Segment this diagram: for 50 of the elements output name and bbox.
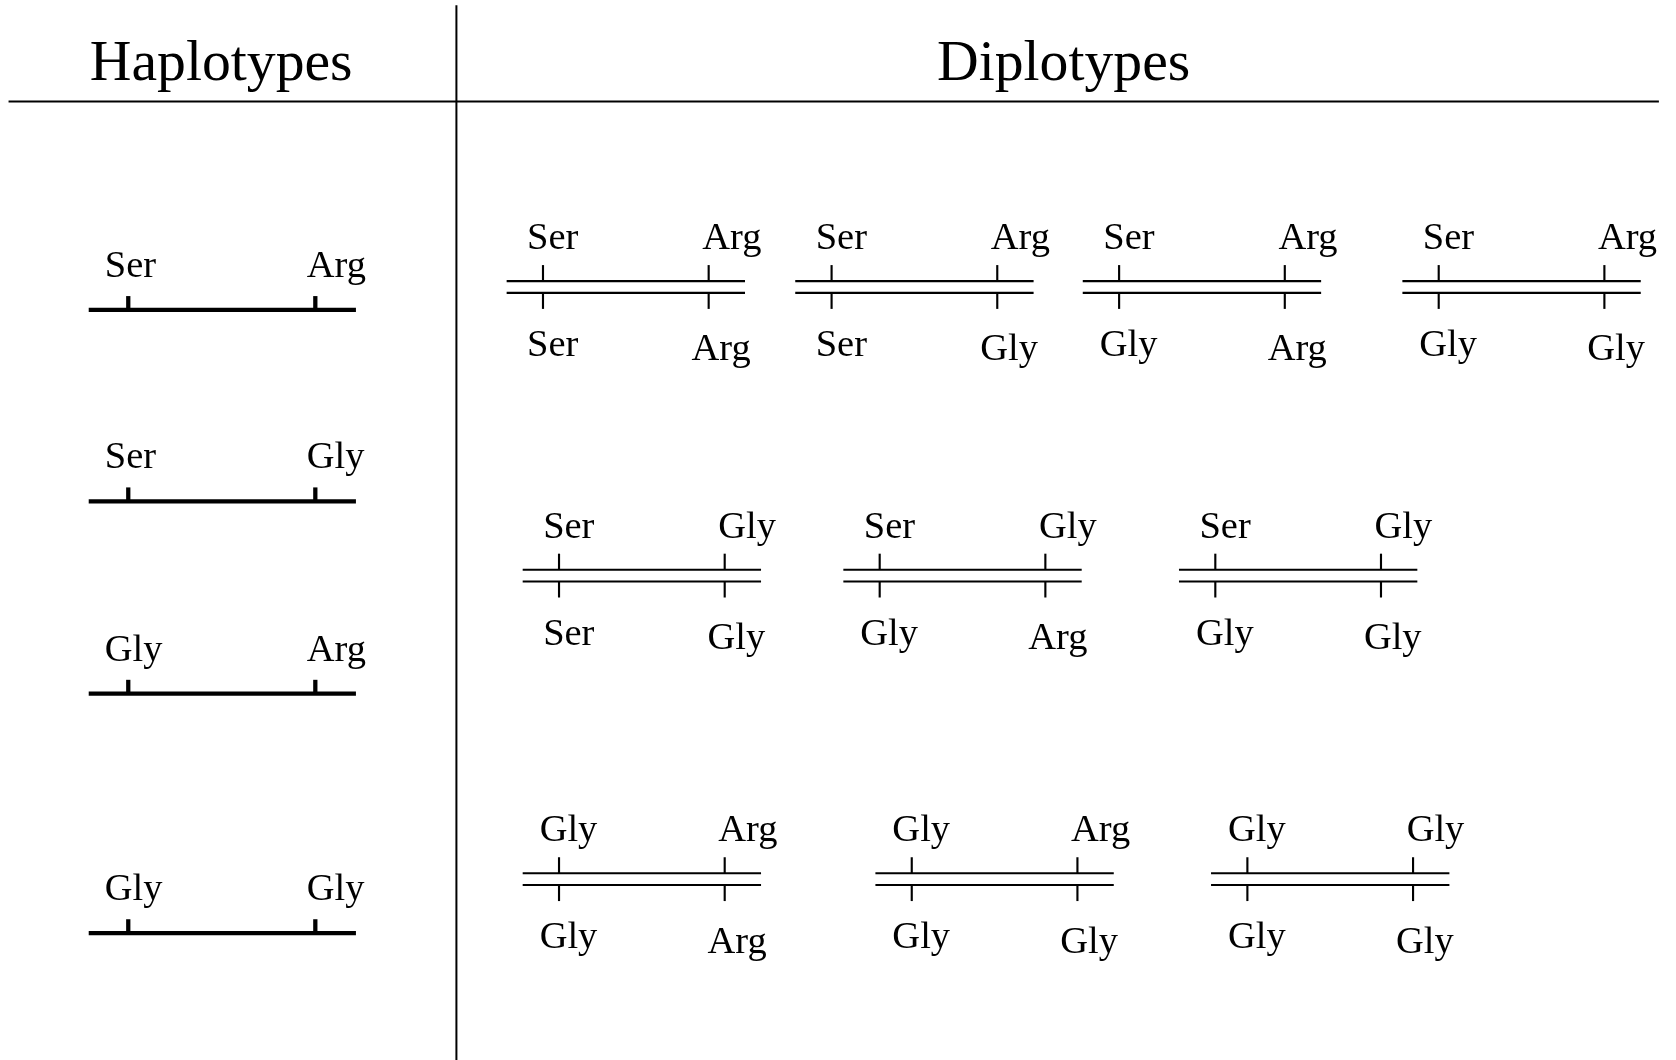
allele-label: Ser <box>1422 217 1475 256</box>
allele-label: Arg <box>1597 217 1658 256</box>
allele-label: Arg <box>718 809 778 848</box>
allele-label: Ser <box>815 324 867 363</box>
allele-label: Ser <box>104 436 157 475</box>
allele-label: Gly <box>306 868 365 907</box>
allele-label: Gly <box>104 868 163 907</box>
allele-label: Ser <box>1199 505 1251 545</box>
allele-label: Gly <box>1395 920 1454 959</box>
allele-label: Ser <box>815 217 867 256</box>
allele-label: Arg <box>1267 328 1327 367</box>
allele-label: Arg <box>306 628 366 668</box>
allele-label: Gly <box>1228 809 1286 848</box>
allele-label: Arg <box>1028 616 1088 656</box>
allele-label: Gly <box>1099 324 1158 363</box>
allele-label: Ser <box>527 217 579 256</box>
allele-label: Gly <box>1374 505 1433 545</box>
allele-label: Arg <box>1071 809 1131 848</box>
allele-label: Gly <box>104 628 163 668</box>
allele-label: Gly <box>1060 920 1118 959</box>
allele-label: Gly <box>1363 616 1422 656</box>
allele-label: Arg <box>707 920 767 959</box>
column-heading: Haplotypes <box>89 31 353 90</box>
allele-label: Ser <box>863 505 916 545</box>
allele-label: Gly <box>1038 505 1097 545</box>
allele-label: Gly <box>707 616 766 656</box>
allele-label: Gly <box>892 916 951 955</box>
allele-label: Arg <box>691 328 751 367</box>
allele-label: Ser <box>1103 217 1155 256</box>
allele-label: Gly <box>980 328 1038 367</box>
allele-label: Gly <box>1406 809 1465 848</box>
allele-label: Gly <box>539 916 598 955</box>
allele-label: Gly <box>860 612 918 652</box>
allele-label: Ser <box>543 505 595 545</box>
allele-label: Ser <box>543 612 595 652</box>
allele-label: Gly <box>1195 612 1254 652</box>
allele-label: Arg <box>306 245 366 284</box>
allele-label: Gly <box>539 809 598 848</box>
column-heading: Diplotypes <box>937 31 1191 90</box>
allele-label: Gly <box>306 436 365 475</box>
allele-label: Arg <box>990 217 1050 256</box>
allele-label: Ser <box>104 245 157 284</box>
allele-label: Ser <box>527 324 579 363</box>
allele-label: Gly <box>892 809 951 848</box>
allele-label: Gly <box>1419 324 1478 363</box>
allele-label: Gly <box>1228 916 1286 955</box>
allele-label: Gly <box>1587 328 1645 367</box>
allele-label: Arg <box>1278 217 1338 256</box>
allele-label: Arg <box>702 217 762 256</box>
allele-label: Gly <box>718 505 776 545</box>
